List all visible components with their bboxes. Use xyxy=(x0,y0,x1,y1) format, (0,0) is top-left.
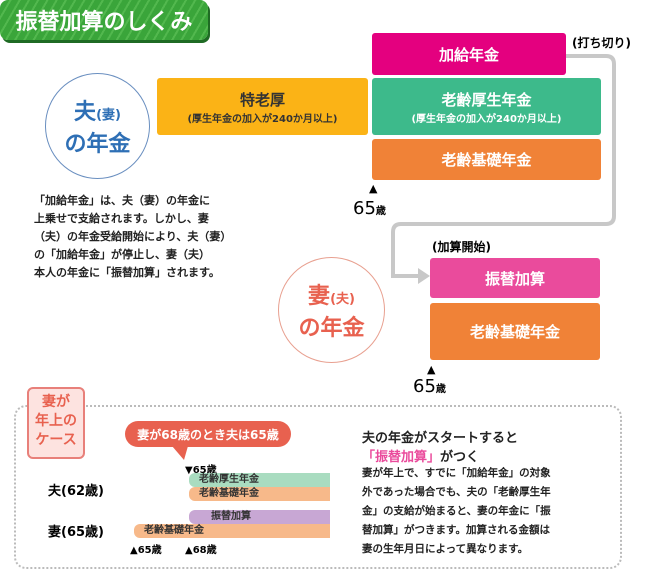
wife-age-label: 妻(65歳) xyxy=(48,525,104,540)
case-body-line: 妻の生年月日によって異なります。 xyxy=(362,543,529,555)
kyufu-label: 加給年金 xyxy=(438,45,499,64)
case-body-line: 妻が年上で、すでに「加給年金」の対象 xyxy=(362,467,551,479)
explanation-text: 「加給年金」は、夫（妻）の年金に 上乗せで支給されます。しかし、妻 （夫）の年金… xyxy=(34,192,264,282)
case-body-line: 替加算」がつきます。加算される金額は xyxy=(362,524,550,536)
tokurou-box: 特老厚 (厚生年金の加入が240か月以上) xyxy=(157,78,368,135)
furikae-kasan-box: 振替加算 xyxy=(430,258,600,298)
furikae-label: 振替加算 xyxy=(484,269,545,288)
explanation-line: （夫）の年金受給開始により、夫（妻） xyxy=(34,230,232,243)
case-badge: 妻が 年上の ケース xyxy=(27,387,85,459)
husband-age: 65 xyxy=(353,198,376,219)
tokurou-label: 特老厚 xyxy=(239,90,285,109)
husband-kiso-bar: 老齢基礎年金 xyxy=(189,487,330,501)
wife-sub: の年金 xyxy=(298,316,365,341)
case-heading-pink: 「振替加算」 xyxy=(362,450,441,465)
wife-furikae-bar: 振替加算 xyxy=(189,510,330,524)
case-panel xyxy=(14,405,622,569)
kosei-label: 老齢厚生年金 xyxy=(441,90,532,109)
wife-kiso-box: 老齢基礎年金 xyxy=(430,303,600,360)
wife-kiso-label: 老齢基礎年金 xyxy=(469,323,560,341)
husband-pension-circle: 夫(妻) の年金 xyxy=(45,73,150,179)
wife-65-marker: ▲65歳 xyxy=(130,545,162,556)
age-unit: 歳 xyxy=(435,384,446,395)
wife-pension-circle: 妻(夫) の年金 xyxy=(278,257,385,363)
tokurou-note: (厚生年金の加入が240か月以上) xyxy=(187,113,338,125)
case-heading: 夫の年金がスタートすると xyxy=(362,431,519,446)
husband-paren: (妻) xyxy=(96,108,121,123)
wife-68-marker: ▲68歳 xyxy=(185,545,217,556)
explanation-line: 本人の年金に「振替加算」されます。 xyxy=(34,266,220,279)
husband-kosei-bar: 老齢厚生年金 xyxy=(189,473,330,487)
kosei-nenkin-box: 老齢厚生年金 (厚生年金の加入が240か月以上) xyxy=(372,78,601,135)
husband-65-marker: ▼65歳 xyxy=(185,465,217,476)
husband-sub: の年金 xyxy=(64,132,131,157)
wife-age: 65 xyxy=(413,376,436,397)
husband-age-label: 夫(62歳) xyxy=(48,484,104,499)
bubble-pointer xyxy=(172,446,188,460)
age-marker-icon: ▲ xyxy=(427,363,436,376)
case-body-line: 金」の支給が始まると、妻の年金に「振 xyxy=(362,505,551,517)
start-label: (加算開始) xyxy=(432,240,491,254)
kiso-nenkin-box: 老齢基礎年金 xyxy=(372,139,601,180)
wife-kiso-bar: 老齢基礎年金 xyxy=(134,524,330,538)
husband-label: 夫 xyxy=(74,100,97,125)
kiso-label: 老齢基礎年金 xyxy=(441,151,532,169)
case-body-line: 外であった場合でも、夫の「老齢厚生年 xyxy=(362,486,551,498)
age-marker-icon: ▲ xyxy=(369,182,378,195)
explanation-line: 上乗せで支給されます。しかし、妻 xyxy=(34,212,209,225)
kyufu-nenkin-box: 加給年金 xyxy=(372,33,566,75)
badge-line: 妻が xyxy=(42,394,70,410)
explanation-line: の「加給年金」が停止し、妻（夫） xyxy=(34,248,210,261)
cutoff-label: (打ち切り) xyxy=(572,36,631,50)
case-heading-rest: がつく xyxy=(440,450,480,465)
wife-label: 妻 xyxy=(308,284,331,309)
badge-line: ケース xyxy=(35,432,77,448)
badge-line: 年上の xyxy=(35,413,77,429)
diagram-title: 振替加算のしくみ xyxy=(0,0,208,40)
wife-paren: (夫) xyxy=(330,292,355,307)
speech-bubble: 妻が68歳のとき夫は65歳 xyxy=(125,421,291,447)
age-unit: 歳 xyxy=(375,206,386,217)
explanation-line: 「加給年金」は、夫（妻）の年金に xyxy=(34,194,210,207)
kosei-note: (厚生年金の加入が240か月以上) xyxy=(411,113,562,125)
case-body: 妻が年上で、すでに「加給年金」の対象 外であった場合でも、夫の「老齢厚生年 金」… xyxy=(362,464,612,559)
